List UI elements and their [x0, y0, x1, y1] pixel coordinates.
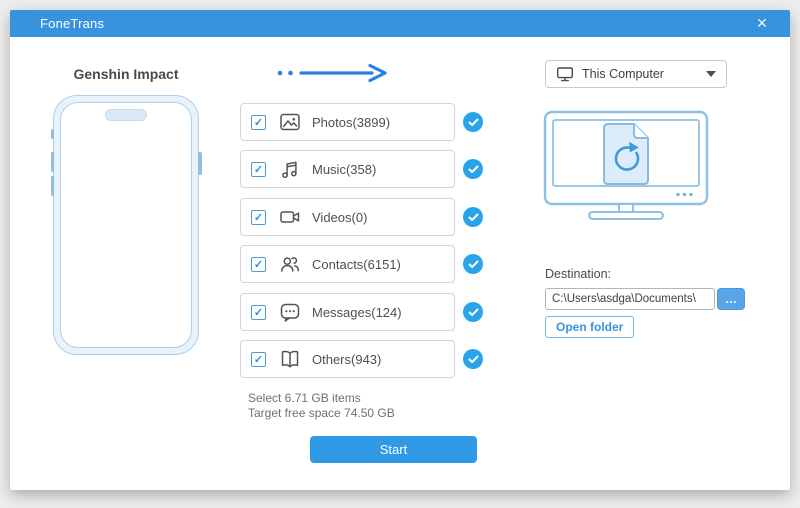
category-row: ✓ Music(358) — [240, 150, 493, 188]
selection-summary: Select 6.71 GB items Target free space 7… — [248, 391, 395, 421]
category-label: Videos(0) — [312, 209, 368, 225]
category-music[interactable]: ✓ Music(358) — [240, 150, 455, 188]
category-row: ✓ Others(943) — [240, 340, 493, 378]
computer-sync-illustration — [543, 110, 709, 220]
start-button[interactable]: Start — [310, 436, 477, 463]
title-bar[interactable]: FoneTrans ✕ — [10, 10, 790, 37]
photos-selected-badge — [463, 112, 483, 132]
contacts-checkbox[interactable]: ✓ — [251, 256, 266, 272]
others-checkbox[interactable]: ✓ — [251, 351, 266, 367]
target-device-value: This Computer — [582, 67, 664, 81]
category-label: Messages(124) — [312, 304, 402, 320]
phone-mute-switch — [51, 129, 54, 139]
app-title: FoneTrans — [40, 16, 105, 31]
category-photos[interactable]: ✓ Photos(3899) — [240, 103, 455, 141]
videos-selected-badge — [463, 207, 483, 227]
category-row: ✓ Photos(3899) — [240, 103, 493, 141]
phone-volume-up-button — [51, 152, 54, 172]
photos-checkbox[interactable]: ✓ — [251, 114, 266, 130]
phone-notch — [105, 109, 147, 121]
category-label: Contacts(6151) — [312, 256, 401, 272]
videos-checkbox[interactable]: ✓ — [251, 209, 266, 225]
open-folder-button[interactable]: Open folder — [545, 316, 635, 338]
phone-power-button — [198, 152, 202, 175]
target-device-dropdown[interactable]: This Computer — [545, 60, 727, 88]
category-row: ✓ Messages(124) — [240, 293, 493, 331]
messages-selected-badge — [463, 302, 483, 322]
category-row: ✓ Contacts(6151) — [240, 245, 493, 283]
photos-icon — [280, 113, 300, 131]
others-icon — [281, 350, 299, 368]
music-icon — [282, 161, 297, 179]
category-others[interactable]: ✓ Others(943) — [240, 340, 455, 378]
phone-screen — [60, 102, 192, 348]
destination-path-input[interactable] — [545, 288, 715, 310]
category-label: Photos(3899) — [312, 114, 391, 130]
phone-illustration — [51, 95, 202, 355]
category-videos[interactable]: ✓ Videos(0) — [240, 198, 455, 236]
category-label: Others(943) — [312, 351, 382, 367]
caret-down-icon — [706, 71, 716, 77]
computer-icon — [557, 66, 574, 81]
music-checkbox[interactable]: ✓ — [251, 161, 266, 177]
fonetrans-window: FoneTrans ✕ Genshin Impact ✓ — [10, 10, 790, 490]
device-name: Genshin Impact — [73, 66, 179, 82]
messages-checkbox[interactable]: ✓ — [251, 304, 266, 320]
destination-label: Destination: — [545, 267, 612, 281]
others-selected-badge — [463, 349, 483, 369]
contacts-selected-badge — [463, 254, 483, 274]
phone-volume-down-button — [51, 176, 54, 196]
contacts-icon — [281, 257, 300, 272]
category-contacts[interactable]: ✓ Contacts(6151) — [240, 245, 455, 283]
close-icon[interactable]: ✕ — [756, 15, 768, 31]
free-space-text: Target free space 74.50 GB — [248, 406, 395, 420]
category-label: Music(358) — [312, 161, 377, 177]
category-messages[interactable]: ✓ Messages(124) — [240, 293, 455, 331]
messages-icon — [280, 303, 300, 322]
selected-size-text: Select 6.71 GB items — [248, 391, 361, 405]
category-row: ✓ Videos(0) — [240, 198, 493, 236]
transfer-arrow-icon — [277, 63, 387, 83]
music-selected-badge — [463, 159, 483, 179]
videos-icon — [280, 211, 300, 223]
browse-button[interactable]: … — [717, 288, 745, 310]
